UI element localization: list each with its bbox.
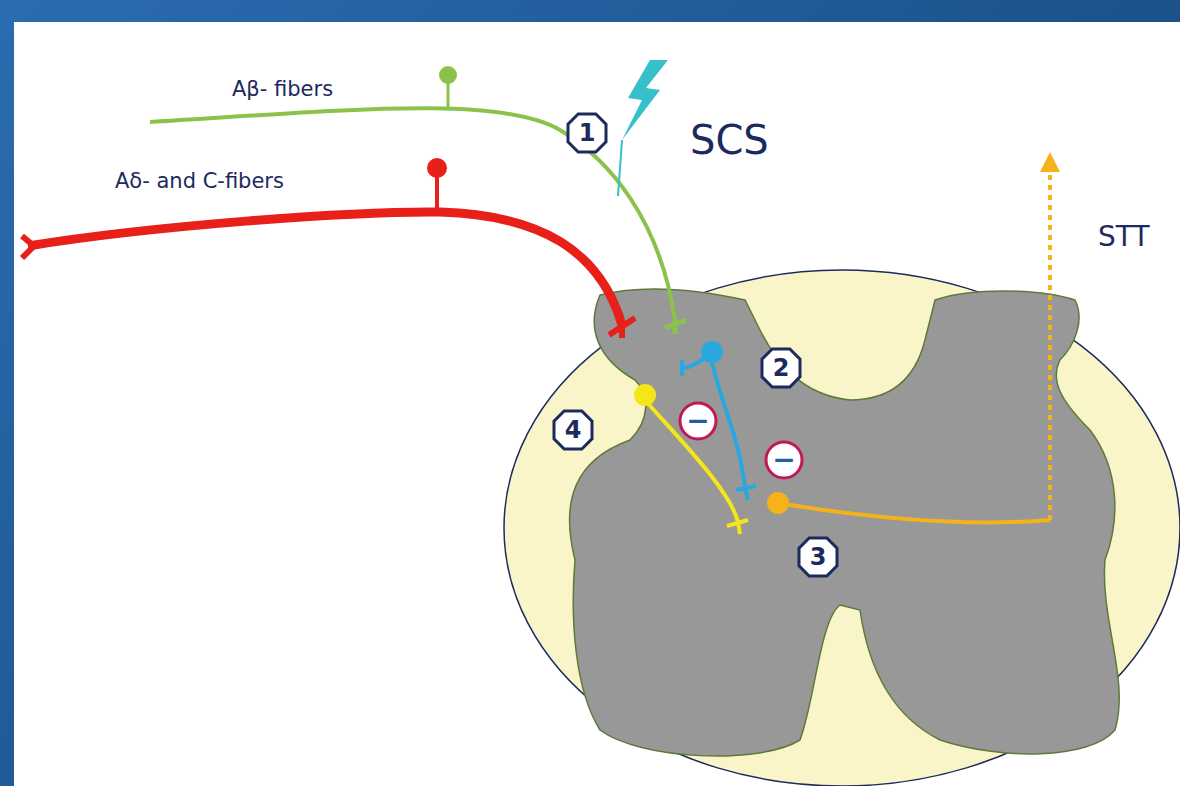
- stt-arrow: [1048, 162, 1052, 520]
- callout-text: 2: [773, 356, 790, 380]
- callout-text: 1: [579, 121, 596, 145]
- minus-sign: −: [686, 407, 709, 435]
- octagon-shape: [762, 349, 800, 387]
- minus-sign: −: [772, 446, 795, 474]
- callout-number: 4: [552, 409, 594, 451]
- fiber-stem: [447, 80, 450, 108]
- gray-matter: [570, 289, 1120, 756]
- bolt-tail: [618, 140, 622, 196]
- a-delta-c-fiber: [28, 212, 622, 325]
- fiber-label: Aβ- fibers: [232, 78, 333, 101]
- excitatory-interneuron: [645, 400, 748, 534]
- cell-body: [427, 158, 447, 178]
- stimulation-label: SCS: [690, 118, 769, 162]
- octagon-shape: [568, 114, 606, 152]
- callout-number: 2: [760, 347, 802, 389]
- receptor-ending: [22, 236, 34, 258]
- callout-number: 3: [797, 536, 839, 578]
- a-beta-fiber: [150, 108, 675, 320]
- circle-shape: [766, 442, 802, 478]
- inhibition-sign: −: [678, 401, 718, 441]
- spinal-cord-section: [504, 270, 1180, 786]
- octagon-shape: [799, 538, 837, 576]
- octagon-shape: [554, 411, 592, 449]
- interneuron-body: [701, 341, 723, 363]
- inhibitory-interneuron: [682, 358, 756, 500]
- callout-text: 3: [810, 545, 827, 569]
- circle-shape: [680, 403, 716, 439]
- fiber-label: Aδ- and C-fibers: [115, 170, 284, 193]
- interneuron-body: [634, 384, 656, 406]
- projection-neuron-body: [767, 492, 789, 514]
- tract-label: STT: [1098, 222, 1150, 253]
- callout-text: 4: [565, 418, 582, 442]
- projection-neuron-axon: [778, 503, 1050, 522]
- cell-body: [439, 66, 457, 84]
- synapse-terminal: [609, 318, 635, 338]
- inhibition-sign: −: [764, 440, 804, 480]
- callout-number: 1: [566, 112, 608, 154]
- synapse-terminal: [665, 320, 686, 334]
- stimulation-bolt: [622, 60, 668, 140]
